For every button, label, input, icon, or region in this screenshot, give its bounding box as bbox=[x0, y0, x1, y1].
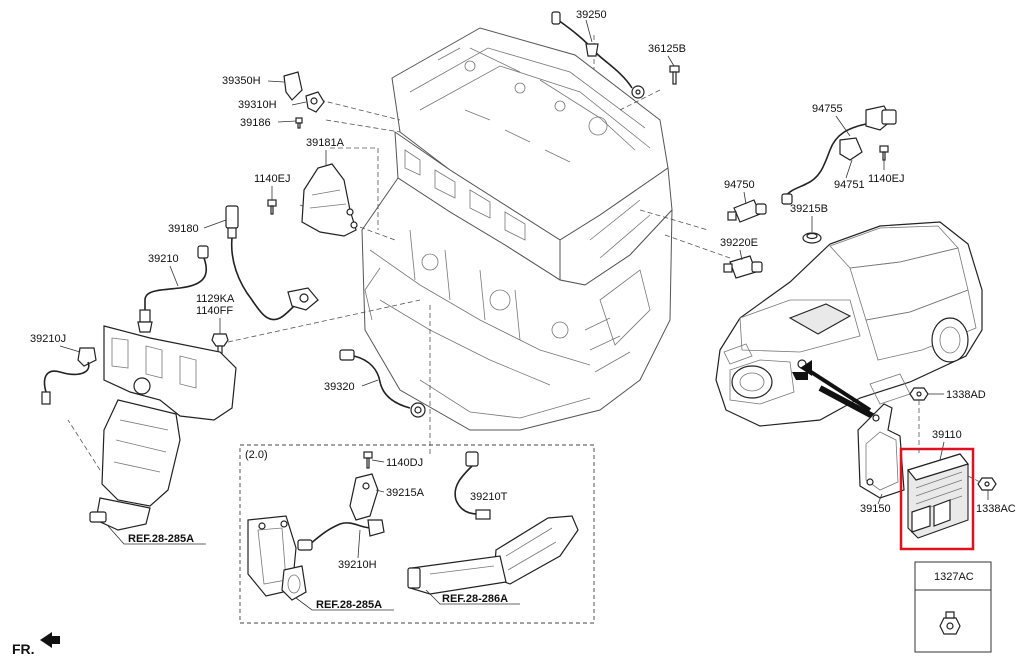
leader-39320 bbox=[361, 379, 379, 387]
part-1327AC-box[interactable]: 1327AC bbox=[914, 561, 992, 653]
part-1140DJ-bolt[interactable] bbox=[363, 451, 373, 469]
label-ref-inset-a: REF.28-285A bbox=[316, 599, 382, 611]
label-39320: 39320 bbox=[324, 381, 355, 393]
label-39210J: 39210J bbox=[30, 333, 66, 345]
part-39210J-oxygen-sensor[interactable] bbox=[41, 347, 97, 405]
leader-39210 bbox=[169, 265, 179, 287]
label-1129KA: 1129KA bbox=[196, 293, 235, 305]
front-direction-indicator: FR. bbox=[12, 632, 60, 657]
part-39186-bolt[interactable] bbox=[295, 117, 303, 129]
leader-39210J bbox=[59, 345, 81, 353]
part-39250-sensor[interactable] bbox=[551, 11, 645, 99]
part-1140EJ-right-bolt[interactable] bbox=[879, 145, 889, 161]
leader-39220E bbox=[739, 249, 743, 261]
part-94755-sensor[interactable] bbox=[781, 105, 897, 205]
ref-28-285A-inset[interactable]: REF.28-285A bbox=[295, 597, 394, 611]
leader-36125B bbox=[667, 55, 675, 67]
label-39210: 39210 bbox=[148, 253, 179, 265]
leader-39215A bbox=[375, 489, 385, 493]
inset-catalytic-converter bbox=[407, 515, 579, 595]
label-1338AD: 1338AD bbox=[946, 389, 986, 401]
leader-39210H bbox=[357, 529, 361, 559]
part-1129KA-1140FF-bolt[interactable] bbox=[211, 333, 229, 355]
label-ref-main: REF.28-285A bbox=[128, 533, 194, 545]
part-39150-bracket[interactable] bbox=[857, 403, 905, 499]
label-39110: 39110 bbox=[932, 429, 962, 441]
label-39215B: 39215B bbox=[790, 203, 828, 215]
label-94755: 94755 bbox=[812, 103, 843, 115]
label-36125B: 36125B bbox=[648, 43, 686, 55]
dash-1338AC bbox=[967, 475, 981, 483]
label-39181A: 39181A bbox=[306, 137, 345, 149]
part-39220E-sensor[interactable] bbox=[723, 255, 763, 279]
label-39215A: 39215A bbox=[386, 487, 425, 499]
label-39150: 39150 bbox=[860, 503, 891, 515]
part-39310H-sensor[interactable] bbox=[305, 91, 325, 113]
label-1140EJ-left: 1140EJ bbox=[254, 173, 291, 185]
exhaust-manifold-catalyst bbox=[89, 325, 237, 531]
ecu-location-arrow bbox=[792, 360, 882, 423]
part-39320-sensor[interactable] bbox=[339, 349, 426, 418]
label-39250: 39250 bbox=[576, 9, 607, 21]
part-39215B-grommet[interactable] bbox=[802, 232, 822, 244]
label-39310H: 39310H bbox=[238, 99, 277, 111]
leader-39110 bbox=[939, 441, 945, 461]
ecu-highlight-frame bbox=[899, 447, 975, 551]
label-94750: 94750 bbox=[724, 179, 755, 191]
label-94751: 94751 bbox=[834, 179, 865, 191]
ref-28-285A-main[interactable]: REF.28-285A bbox=[107, 525, 206, 545]
part-1338AC-nut[interactable] bbox=[977, 477, 997, 491]
leader-1140DJ bbox=[371, 459, 385, 463]
vehicle-suv bbox=[715, 221, 983, 427]
part-39180-sensor[interactable] bbox=[225, 205, 319, 321]
leader-39250 bbox=[585, 19, 593, 43]
ref-28-286A-inset[interactable]: REF.28-286A bbox=[425, 589, 520, 605]
label-1140FF: 1140FF bbox=[196, 305, 233, 317]
label-variant: (2.0) bbox=[245, 449, 268, 461]
label-39220E: 39220E bbox=[720, 237, 758, 249]
leader-39180 bbox=[203, 219, 227, 229]
variant-2-0-inset: (2.0) 1140DJ 39215A 39210H 39210T bbox=[239, 444, 595, 624]
part-94750-sensor[interactable] bbox=[727, 199, 767, 223]
part-39210T-oxygen-sensor[interactable] bbox=[454, 451, 491, 520]
part-39350H-bracket[interactable] bbox=[283, 71, 303, 101]
part-39110-ecu[interactable] bbox=[906, 453, 970, 539]
part-39181A-heat-shield[interactable] bbox=[301, 163, 358, 237]
part-1140EJ-left-bolt[interactable] bbox=[267, 199, 277, 215]
label-39180: 39180 bbox=[168, 223, 199, 235]
label-39210H: 39210H bbox=[338, 559, 377, 571]
part-1338AD-nut[interactable] bbox=[909, 387, 929, 401]
leader-94750 bbox=[743, 191, 747, 205]
label-ref-inset-b: REF.28-286A bbox=[442, 593, 508, 605]
label-1338AC: 1338AC bbox=[976, 503, 1016, 515]
engine-assembly bbox=[361, 27, 673, 431]
leader-39310H bbox=[291, 101, 307, 106]
part-39210H-oxygen-sensor[interactable] bbox=[297, 519, 385, 551]
leader-94755 bbox=[835, 115, 851, 137]
label-1140EJ-right: 1140EJ bbox=[868, 173, 905, 185]
leader-39350H bbox=[267, 80, 285, 83]
leader-39150 bbox=[877, 493, 883, 505]
leader-39186 bbox=[277, 120, 297, 123]
label-1140DJ: 1140DJ bbox=[386, 457, 423, 469]
part-36125B-bolt[interactable] bbox=[669, 65, 680, 85]
part-39215A-bracket[interactable] bbox=[349, 473, 379, 521]
label-39350H: 39350H bbox=[222, 75, 261, 87]
label-front: FR. bbox=[12, 641, 35, 657]
label-1327AC: 1327AC bbox=[934, 571, 974, 583]
label-39210T: 39210T bbox=[470, 491, 508, 503]
part-39210-oxygen-sensor[interactable] bbox=[137, 245, 209, 333]
inset-flange-gasket bbox=[247, 515, 307, 601]
label-39186: 39186 bbox=[240, 117, 271, 129]
leader-94751 bbox=[845, 159, 853, 179]
